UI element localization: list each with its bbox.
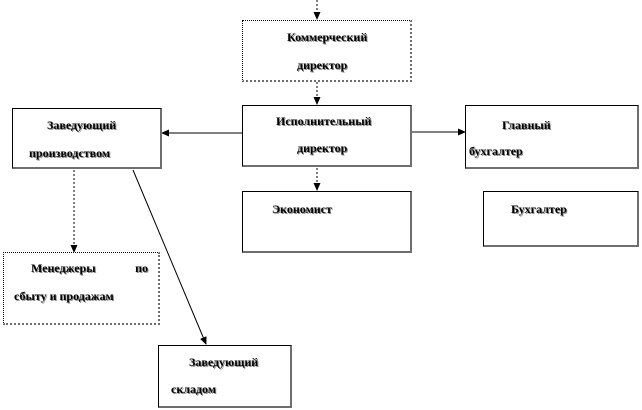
node-sales-managers-line2: сбыту и продажам [14,289,114,303]
node-executive-director: Исполнительный директор [242,105,412,167]
node-economist: Экономист [242,191,412,253]
node-sales-managers-word1: Менеджеры [31,261,96,275]
node-sales-managers-line1: Менеджеры по [31,261,148,275]
node-head-of-production-line1: Заведующий [47,118,117,132]
node-head-of-production: Заведующий производством [12,108,162,169]
node-economist-line1: Экономист [272,202,332,216]
node-accountant-line1: Бухгалтер [511,202,567,216]
node-executive-director-line1: Исполнительный [276,114,372,128]
node-head-of-production-line2: производством [29,146,111,160]
node-commercial-director: Коммерческий директор [242,20,412,82]
node-accountant: Бухгалтер [483,191,639,247]
node-warehouse-head: Заведующий складом [158,345,292,408]
arrow-production-to-warehouse [132,169,207,345]
node-commercial-director-line1: Коммерческий [287,30,368,44]
node-commercial-director-line2: директор [297,58,348,72]
node-chief-accountant-line1: Главный [502,118,551,132]
node-chief-accountant: Главный бухгалтер [465,105,639,169]
node-sales-managers-word2: по [135,261,148,275]
node-warehouse-head-line1: Заведующий [189,355,259,369]
node-executive-director-line2: директор [297,141,348,155]
node-chief-accountant-line2: бухгалтер [469,144,523,158]
node-sales-managers: Менеджеры по сбыту и продажам [3,252,160,325]
node-warehouse-head-line2: складом [171,382,216,396]
